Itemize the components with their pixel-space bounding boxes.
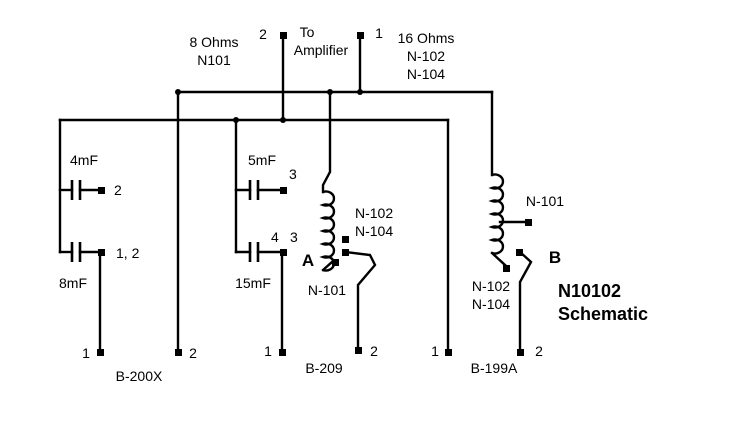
amp-terminal-2	[280, 32, 287, 39]
xfmr-b-bottom-label-line1: N-102	[472, 278, 510, 294]
b199a-pin1	[445, 349, 452, 356]
cap8mf-label: 8mF	[59, 275, 87, 291]
ohms16-label-line2: N-102	[407, 48, 445, 64]
amp-term1-label: 1	[375, 25, 383, 41]
title-line1: N10102	[558, 281, 621, 301]
b199a-pin2	[517, 349, 524, 356]
b199a-pin1-label: 1	[431, 343, 439, 359]
b200x-pin1	[97, 349, 104, 356]
cap15mf-term-label-b: 3	[290, 229, 298, 245]
xfmr-b-end-terminal	[503, 265, 510, 272]
cap4mf-label: 4mF	[70, 152, 98, 168]
cap8mf-terminal	[98, 249, 105, 256]
labels: To Amplifier 2 1 8 Ohms N101 16 Ohms N-1…	[59, 24, 648, 384]
xfmr-b-tap-label: N-101	[526, 193, 564, 209]
amp-terminal-1	[357, 32, 364, 39]
b199a-pin2-label: 2	[535, 343, 543, 359]
cap4mf-terminal	[98, 187, 105, 194]
junction-dot	[233, 117, 239, 123]
b209-pin1-label: 1	[264, 343, 272, 359]
cap4mf-term-label: 2	[114, 182, 122, 198]
cap5mf-term-label: 3	[289, 166, 297, 182]
b200x-pin2	[175, 349, 182, 356]
xfmr-a-tap-label-line1: N-102	[355, 205, 393, 221]
amp-label-line2: Amplifier	[294, 42, 349, 58]
cap15mf-term-label-a: 4	[271, 229, 279, 245]
xfmr-a-feed	[321, 90, 332, 194]
cap15mf-label: 15mF	[235, 275, 271, 291]
transformer-b-coil	[488, 173, 530, 267]
xfmr-b-tap-terminal	[525, 219, 532, 226]
junction-dot	[280, 117, 286, 123]
ohms16-label-line1: 16 Ohms	[398, 30, 455, 46]
b200x-plug-label: B-200X	[116, 368, 163, 384]
amp-term2-label: 2	[259, 26, 267, 42]
cap8mf-term-label: 1, 2	[116, 245, 140, 261]
xfmr-a-end-terminal	[332, 259, 339, 266]
b199a-plug-label: B-199A	[471, 360, 518, 376]
junction-dot	[175, 89, 181, 95]
cap5mf-label: 5mF	[248, 152, 276, 168]
cap5mf-terminal	[280, 187, 287, 194]
xfmr-b-switch	[518, 250, 533, 354]
xfmr-a-end-terminal-2	[342, 249, 349, 256]
ohms8-label-line1: 8 Ohms	[189, 34, 238, 50]
xfmr-a-switch	[343, 250, 377, 352]
xfmr-a-tap-label-line2: N-104	[355, 223, 393, 239]
b200x-pin2-label: 2	[189, 345, 197, 361]
transformer-a-coil	[319, 190, 336, 272]
amp-label-line1: To	[300, 24, 315, 40]
cap15mf-terminal	[280, 249, 287, 256]
b209-pin1	[279, 349, 286, 356]
xfmr-a-letter: A	[302, 251, 314, 270]
xfmr-a-bottom-label: N-101	[308, 282, 346, 298]
b209-plug-label: B-209	[305, 360, 343, 376]
xfmr-b-switch-terminal	[516, 249, 523, 256]
xfmr-b-bottom-label-line2: N-104	[472, 296, 510, 312]
b209-pin2	[355, 347, 362, 354]
title-line2: Schematic	[558, 304, 648, 324]
wires	[58, 34, 533, 354]
ohms8-label-line2: N101	[197, 52, 231, 68]
b200x-pin1-label: 1	[82, 345, 90, 361]
capacitors	[70, 180, 260, 262]
ohms16-label-line3: N-104	[407, 66, 445, 82]
junctions	[175, 89, 363, 123]
xfmr-b-letter: B	[549, 248, 561, 267]
xfmr-a-tap-terminal	[342, 236, 349, 243]
terminals	[97, 32, 532, 356]
junction-dot	[327, 89, 333, 95]
junction-dot	[357, 89, 363, 95]
b209-pin2-label: 2	[370, 343, 378, 359]
